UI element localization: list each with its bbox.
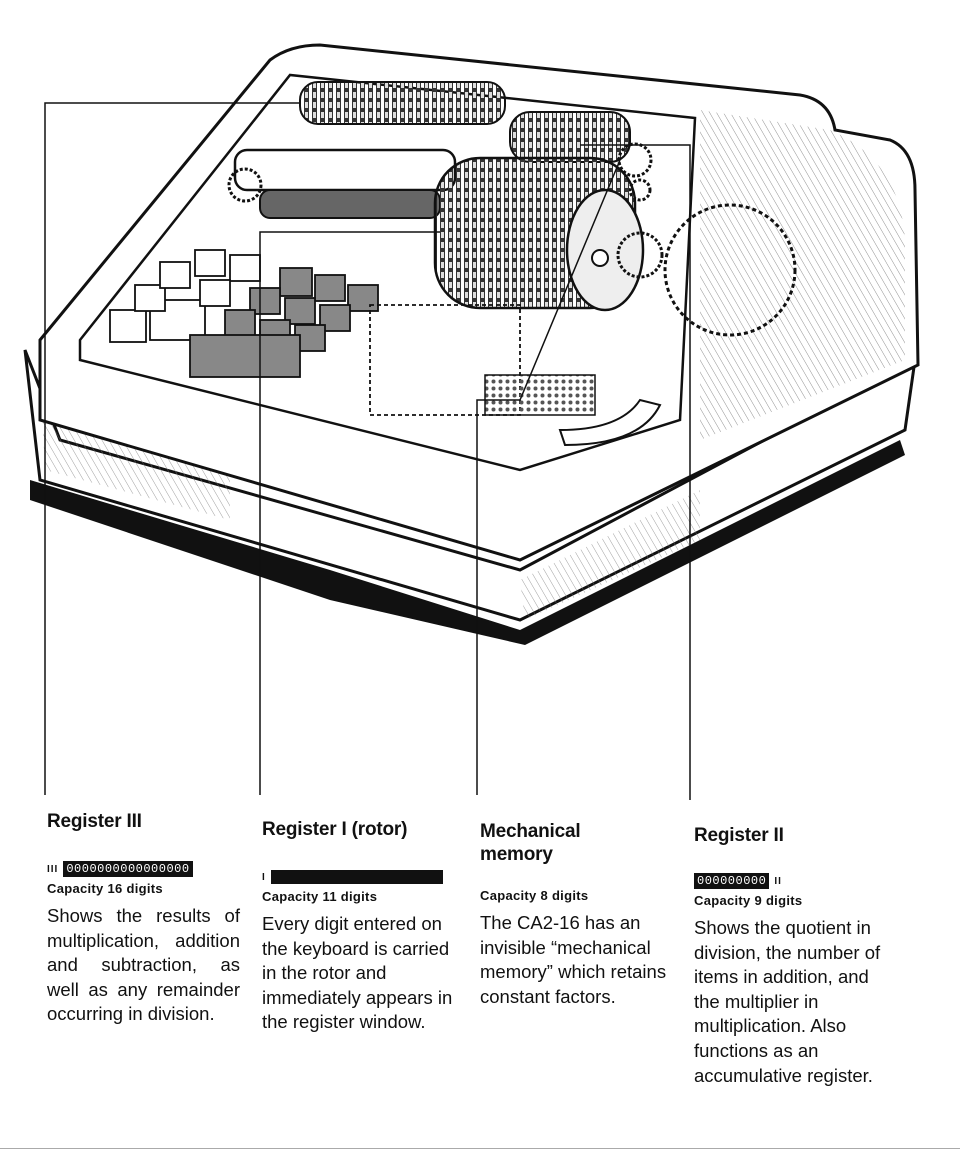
mechanical-memory-capacity: Capacity 8 digits (480, 888, 589, 903)
register-i-window (270, 870, 443, 884)
register-i-capacity: Capacity 11 digits (262, 889, 378, 904)
register-i-label: I (262, 871, 266, 883)
rotor-shaft (233, 148, 457, 192)
register-i-column: Register I (rotor) I Capacity 11 digits … (262, 810, 458, 1035)
register-ii-column: Register II 000000000 II Capacity 9 digi… (694, 810, 894, 1088)
large-gear (663, 203, 797, 337)
mechanical-memory-column: Mechanical memory Capacity 8 digits The … (480, 810, 672, 1009)
leader-lines (44, 102, 691, 800)
register-ii-digits: 000000000 (694, 873, 770, 889)
register-ii-description: Shows the quotient in division, the numb… (694, 917, 881, 1086)
calculator-base (30, 440, 905, 645)
register-iii-capacity: Capacity 16 digits (47, 881, 163, 896)
register-iii-strip: III 0000000000000000 (47, 861, 240, 877)
mechanical-memory-title: Mechanical memory (480, 821, 581, 865)
mechanical-memory-description: The CA2-16 has an invisible “mechanical … (480, 912, 667, 1007)
register-iii-drum (299, 81, 506, 125)
register-ii-drum (509, 111, 631, 163)
mechanical-memory-pins (484, 374, 596, 416)
register-iii-label: III (47, 863, 59, 875)
register-iii-description: Shows the results of multiplication, add… (47, 905, 240, 1025)
register-i-strip: I (262, 869, 458, 885)
register-iii-title: Register III (47, 811, 142, 832)
register-iii-digits: 0000000000000000 (63, 861, 193, 877)
register-i-title: Register I (rotor) (262, 819, 408, 840)
keyboard (109, 249, 521, 416)
register-ii-capacity: Capacity 9 digits (694, 893, 803, 908)
register-i-description: Every digit entered on the keyboard is c… (262, 913, 453, 1033)
register-ii-title: Register II (694, 825, 784, 846)
register-iii-column: Register III III 0000000000000000 Capaci… (47, 810, 240, 1027)
page-edge (0, 1148, 960, 1149)
register-ii-label: II (774, 875, 782, 887)
register-ii-strip: 000000000 II (694, 873, 894, 889)
calculator-illustration (23, 43, 920, 800)
